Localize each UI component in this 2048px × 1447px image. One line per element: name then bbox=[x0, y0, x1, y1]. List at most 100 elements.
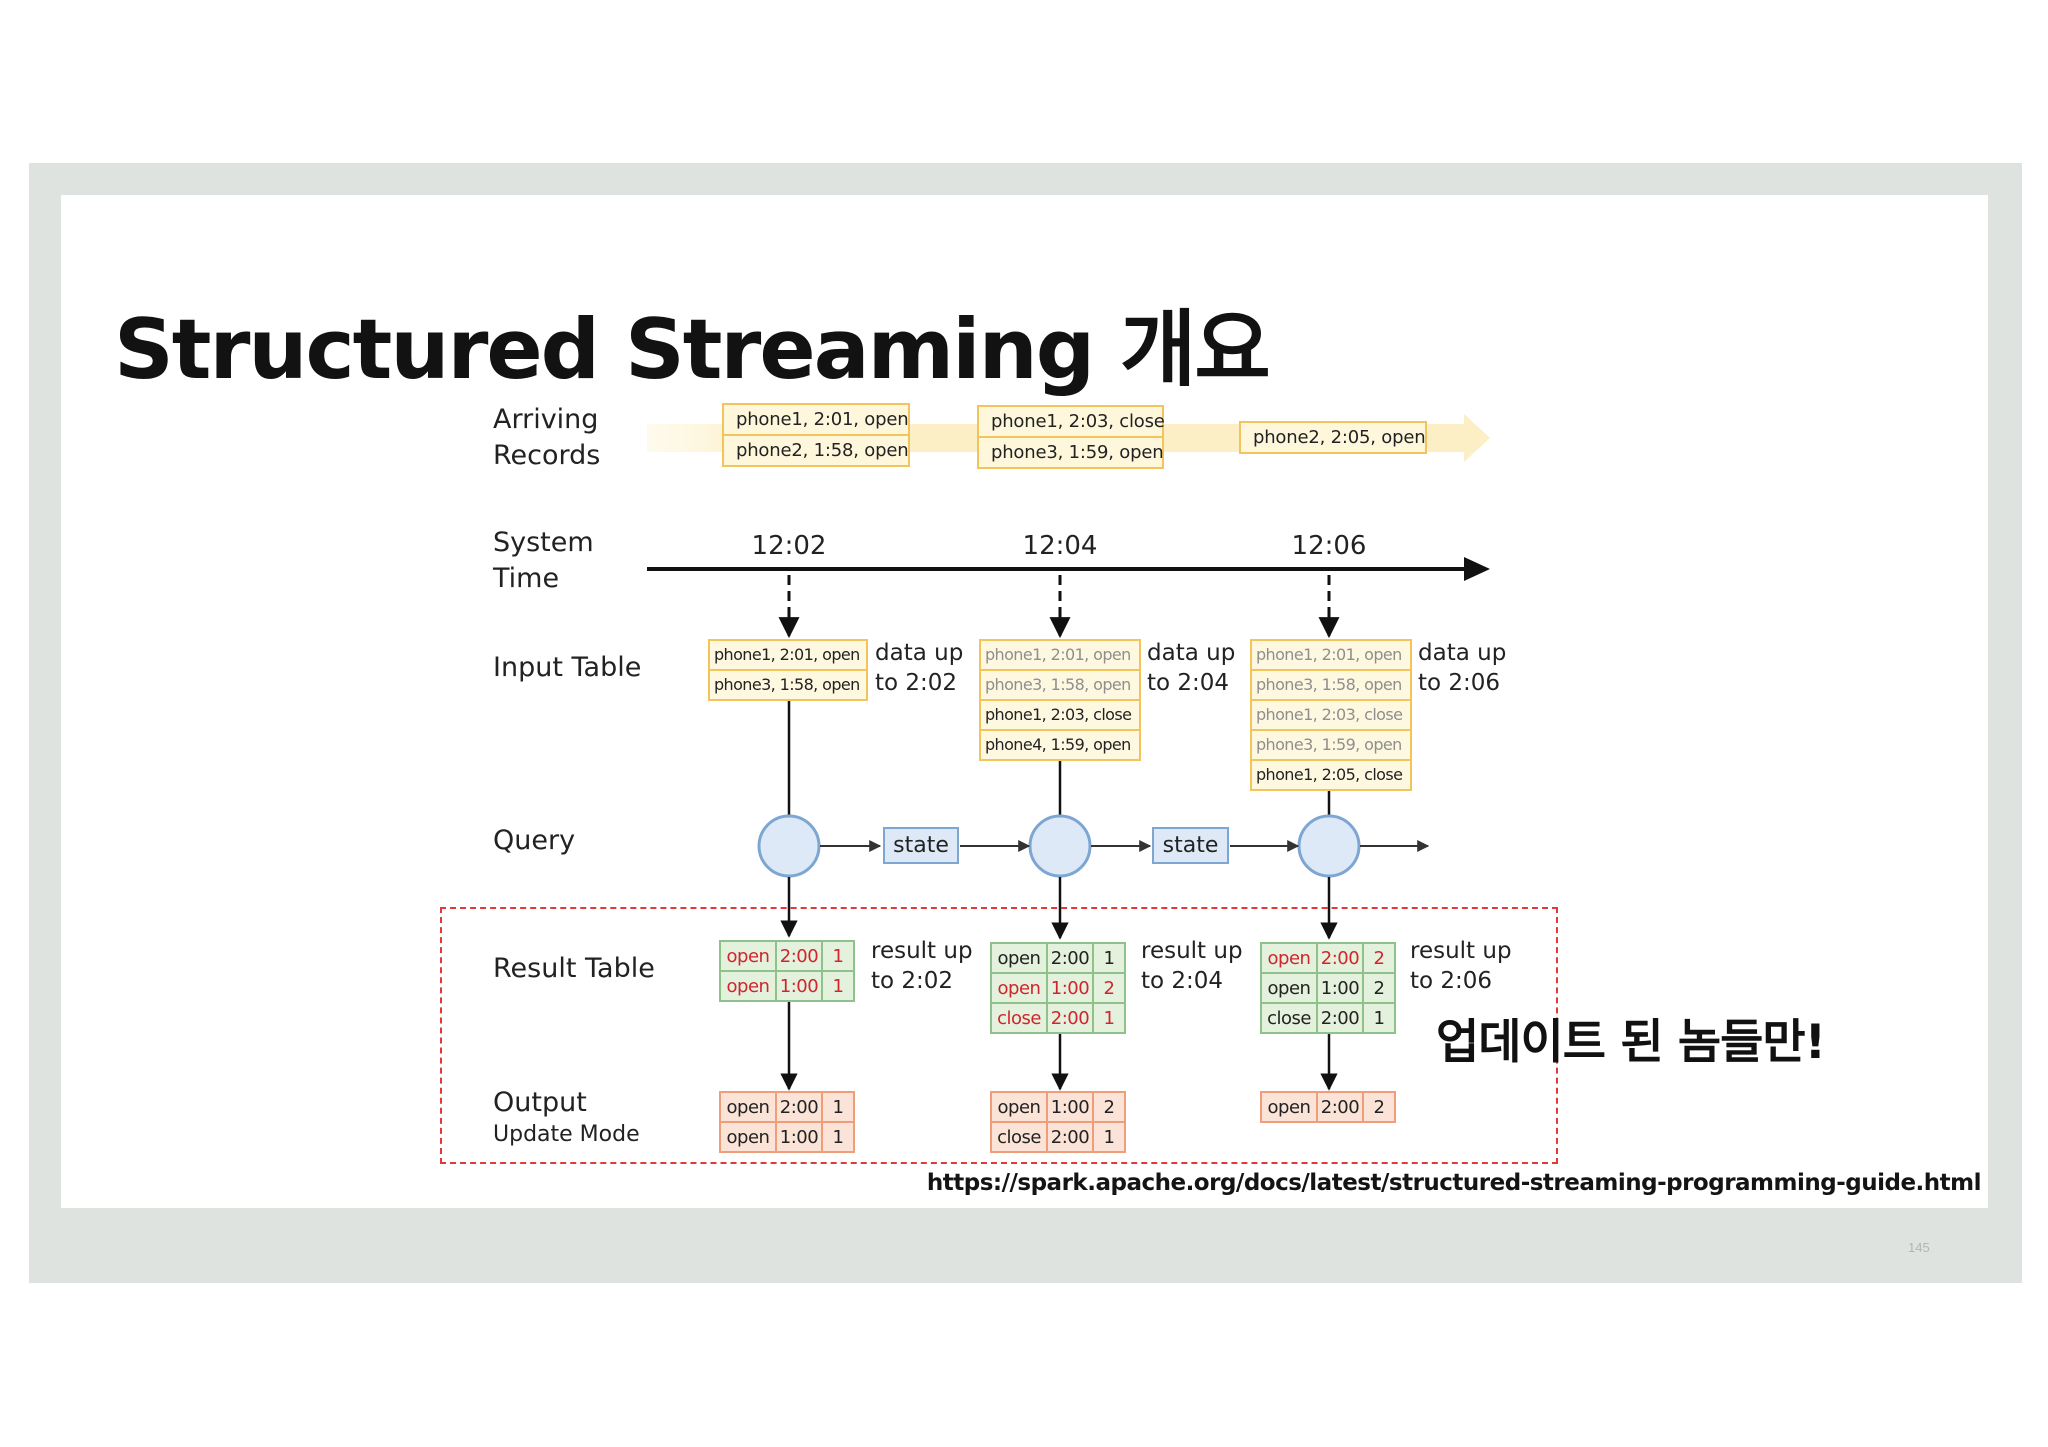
result-note-3: result up to 2:06 bbox=[1410, 938, 1512, 994]
input-table-2: phone1, 2:01, open phone3, 1:58, open ph… bbox=[979, 639, 1141, 761]
time-label-1: 12:02 bbox=[751, 531, 827, 561]
result-table-1: open 2:00 1 open 1:00 1 bbox=[719, 940, 855, 1002]
callout-text: 업데이트 된 놈들만! bbox=[1436, 1015, 1826, 1070]
table-cell: 1 bbox=[1092, 942, 1126, 974]
label-system-time: System Time bbox=[493, 527, 594, 594]
table-cell: 1:00 bbox=[1316, 972, 1364, 1004]
label-result-table: Result Table bbox=[493, 953, 655, 984]
table-row: open 2:00 1 bbox=[990, 942, 1126, 974]
table-row: open 2:00 2 bbox=[1260, 942, 1396, 974]
arriving-record: phone2, 1:58, open bbox=[724, 434, 909, 465]
time-label-2: 12:04 bbox=[1022, 531, 1098, 561]
table-cell: open bbox=[990, 972, 1048, 1004]
table-cell: open bbox=[1260, 1091, 1318, 1123]
table-row: close 2:00 1 bbox=[990, 1002, 1126, 1034]
input-row: phone1, 2:05, close bbox=[1252, 759, 1410, 789]
table-cell: 2:00 bbox=[1046, 942, 1094, 974]
table-cell: 2:00 bbox=[1316, 942, 1364, 974]
table-cell: 2 bbox=[1092, 972, 1126, 1004]
state-box-2: state bbox=[1152, 827, 1229, 864]
page-number: 145 bbox=[1908, 1240, 1930, 1255]
table-cell: open bbox=[1260, 972, 1318, 1004]
input-row: phone1, 2:01, open bbox=[1256, 645, 1402, 664]
table-cell: open bbox=[990, 942, 1048, 974]
table-cell: 1 bbox=[1092, 1002, 1126, 1034]
table-cell: 2 bbox=[1362, 972, 1396, 1004]
table-cell: 1 bbox=[821, 970, 855, 1002]
table-row: open 2:00 1 bbox=[719, 1091, 855, 1123]
table-cell: 2 bbox=[1362, 1091, 1396, 1123]
input-note-2: data up to 2:04 bbox=[1147, 640, 1236, 696]
query-node-3 bbox=[1297, 814, 1361, 878]
table-cell: open bbox=[719, 1091, 777, 1123]
label-output: Output bbox=[493, 1087, 587, 1118]
table-cell: 1:00 bbox=[1046, 1091, 1094, 1123]
table-cell: 2:00 bbox=[775, 940, 823, 972]
input-note-3: data up to 2:06 bbox=[1418, 640, 1507, 696]
result-table-2: open 2:00 1 open 1:00 2 close 2:00 1 bbox=[990, 942, 1126, 1034]
table-cell: open bbox=[719, 1121, 777, 1153]
table-row: close 2:00 1 bbox=[1260, 1002, 1396, 1034]
table-cell: 1 bbox=[821, 1091, 855, 1123]
output-table-1: open 2:00 1 open 1:00 1 bbox=[719, 1091, 855, 1153]
result-table-3: open 2:00 2 open 1:00 2 close 2:00 1 bbox=[1260, 942, 1396, 1034]
table-row: open 1:00 2 bbox=[990, 972, 1126, 1004]
table-row: open 1:00 1 bbox=[719, 1121, 855, 1153]
label-query: Query bbox=[493, 825, 576, 856]
input-row: phone1, 2:03, close bbox=[981, 699, 1139, 729]
update-mode-highlight bbox=[440, 907, 1558, 1164]
arriving-batch-3: phone2, 2:05, open bbox=[1239, 421, 1427, 454]
table-cell: 2 bbox=[1362, 942, 1396, 974]
arriving-record: phone1, 2:01, open bbox=[736, 409, 909, 430]
input-row: phone1, 2:03, close bbox=[1252, 699, 1410, 729]
input-table-3: phone1, 2:01, open phone3, 1:58, open ph… bbox=[1250, 639, 1412, 791]
table-cell: close bbox=[1260, 1002, 1318, 1034]
table-row: close 2:00 1 bbox=[990, 1121, 1126, 1153]
table-cell: open bbox=[1260, 942, 1318, 974]
input-row: phone4, 1:59, open bbox=[981, 729, 1139, 759]
label-update-mode: Update Mode bbox=[493, 1122, 640, 1147]
time-axis-arrowhead bbox=[1464, 557, 1490, 581]
table-cell: close bbox=[990, 1002, 1048, 1034]
table-row: open 2:00 1 bbox=[719, 940, 855, 972]
table-cell: 1 bbox=[1362, 1002, 1396, 1034]
table-cell: 2:00 bbox=[775, 1091, 823, 1123]
input-row: phone3, 1:58, open bbox=[981, 669, 1139, 699]
arriving-record: phone3, 1:59, open bbox=[979, 436, 1164, 467]
arriving-record: phone1, 2:03, close bbox=[991, 411, 1165, 432]
source-url: https://spark.apache.org/docs/latest/str… bbox=[926, 1170, 1982, 1196]
table-row: open 1:00 2 bbox=[990, 1091, 1126, 1123]
table-cell: 2:00 bbox=[1046, 1002, 1094, 1034]
table-cell: close bbox=[990, 1121, 1048, 1153]
table-cell: 2:00 bbox=[1316, 1091, 1364, 1123]
input-note-1: data up to 2:02 bbox=[875, 640, 964, 696]
label-arriving-records: Arriving Records bbox=[493, 404, 601, 471]
input-row: phone1, 2:01, open bbox=[714, 645, 860, 664]
label-input-table: Input Table bbox=[493, 652, 642, 683]
state-box-1: state bbox=[883, 827, 959, 864]
output-table-2: open 1:00 2 close 2:00 1 bbox=[990, 1091, 1126, 1153]
result-note-2: result up to 2:04 bbox=[1141, 938, 1243, 994]
input-row: phone3, 1:59, open bbox=[1252, 729, 1410, 759]
table-cell: 1:00 bbox=[775, 1121, 823, 1153]
output-table-3: open 2:00 2 bbox=[1260, 1091, 1396, 1123]
table-cell: 1:00 bbox=[1046, 972, 1094, 1004]
slide-title: Structured Streaming 개요 bbox=[114, 301, 1271, 398]
table-cell: 1 bbox=[821, 940, 855, 972]
arriving-batch-1: phone1, 2:01, open phone2, 1:58, open bbox=[722, 403, 910, 467]
table-row: open 2:00 2 bbox=[1260, 1091, 1396, 1123]
table-row: open 1:00 1 bbox=[719, 970, 855, 1002]
input-row: phone3, 1:58, open bbox=[710, 669, 866, 699]
input-row: phone3, 1:58, open bbox=[1252, 669, 1410, 699]
input-row: phone1, 2:01, open bbox=[985, 645, 1131, 664]
table-cell: 1 bbox=[821, 1121, 855, 1153]
table-cell: 2:00 bbox=[1316, 1002, 1364, 1034]
input-table-1: phone1, 2:01, open phone3, 1:58, open bbox=[708, 639, 868, 701]
table-cell: 1 bbox=[1092, 1121, 1126, 1153]
time-label-3: 12:06 bbox=[1291, 531, 1367, 561]
table-cell: open bbox=[719, 940, 777, 972]
query-node-1 bbox=[757, 814, 821, 878]
table-cell: 1:00 bbox=[775, 970, 823, 1002]
table-cell: open bbox=[719, 970, 777, 1002]
query-node-2 bbox=[1028, 814, 1092, 878]
